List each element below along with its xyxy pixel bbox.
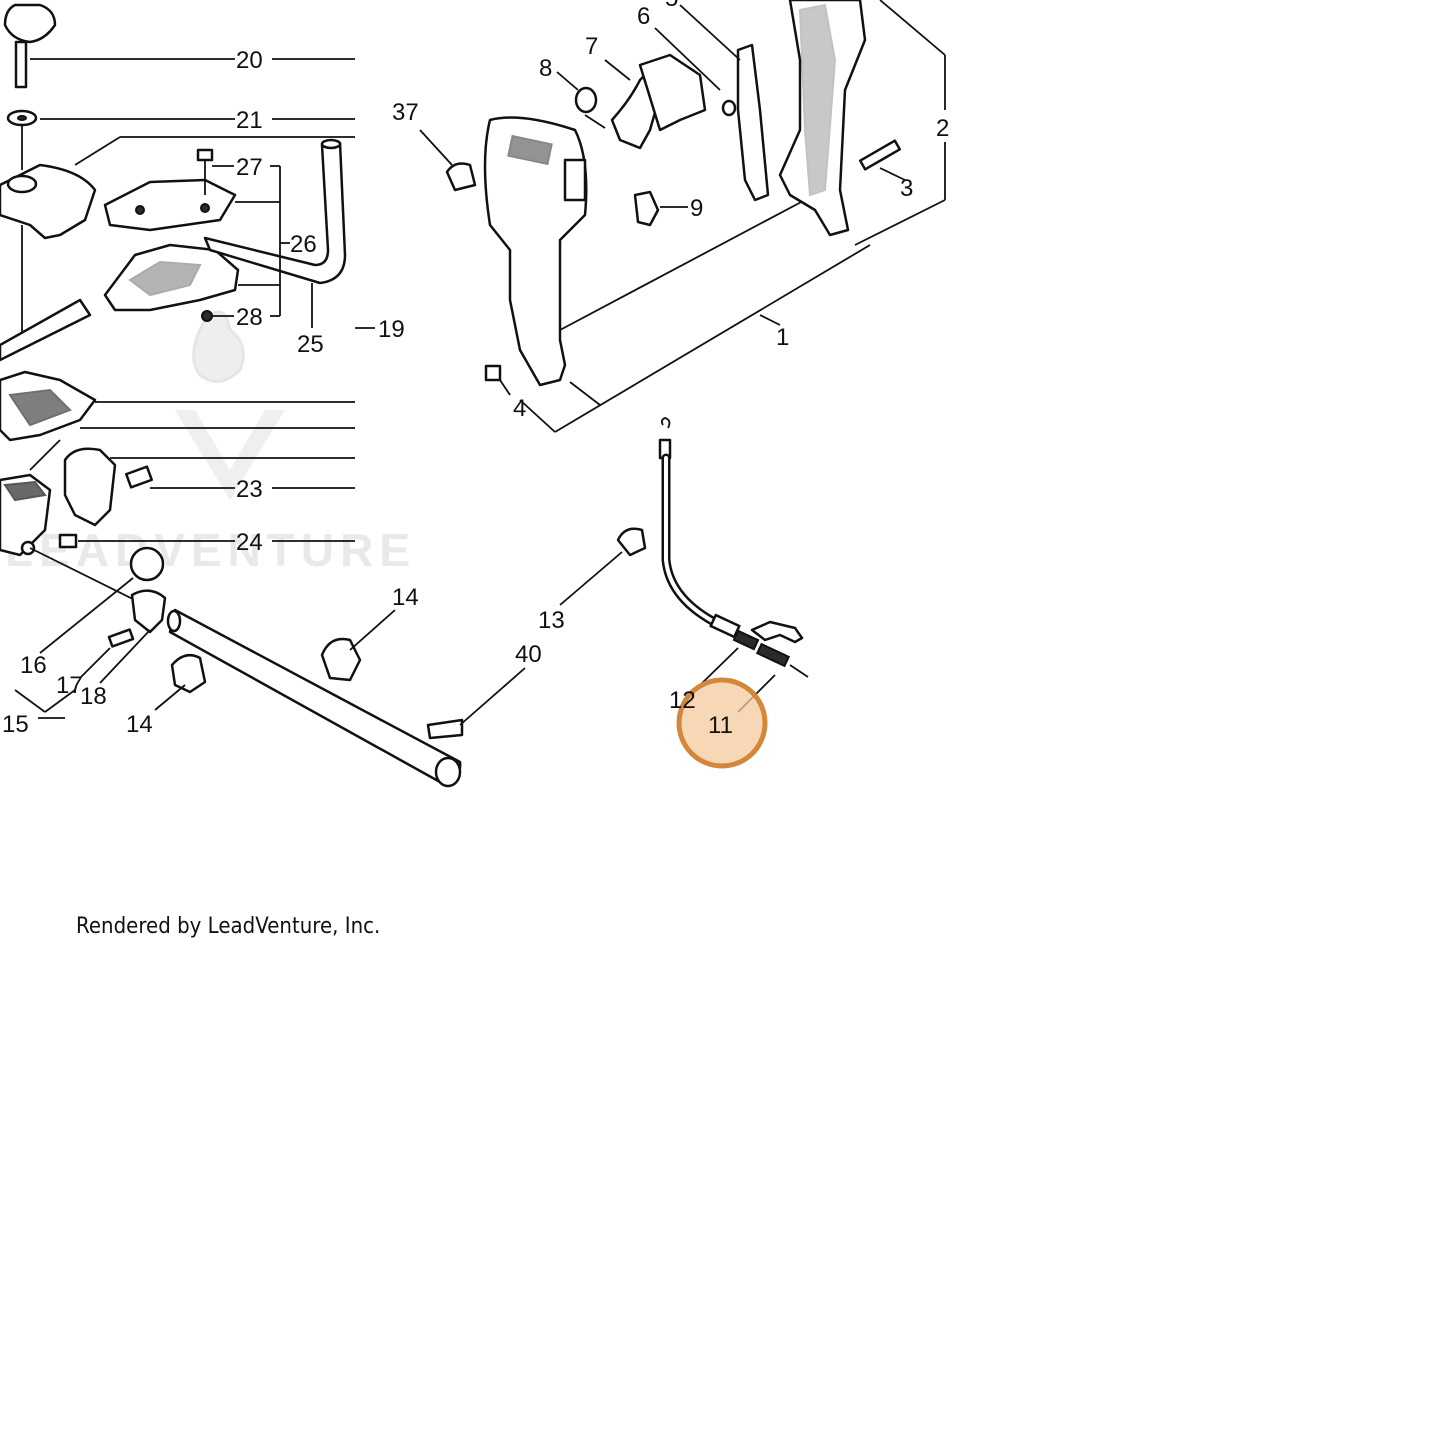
watermark-text: LEADVENTURE bbox=[5, 524, 416, 576]
part-cable-11 bbox=[661, 453, 725, 630]
callout-11[interactable]: 11 bbox=[708, 712, 733, 739]
part-spring-9 bbox=[633, 190, 660, 227]
part-plate bbox=[103, 178, 237, 232]
part-bolt-3 bbox=[858, 139, 902, 171]
part-cap-37 bbox=[445, 162, 477, 192]
callout-21[interactable]: 21 bbox=[236, 107, 263, 134]
part-label-40 bbox=[426, 718, 464, 740]
part-handle-bar bbox=[0, 298, 92, 362]
callout-4[interactable]: 4 bbox=[513, 395, 526, 422]
part-bolt-27 bbox=[196, 148, 214, 162]
part-screw-17 bbox=[107, 628, 135, 648]
callout-9[interactable]: 9 bbox=[690, 195, 703, 222]
part-clamp-14-lower bbox=[170, 653, 207, 694]
part-grip bbox=[483, 116, 588, 387]
part-housing-2 bbox=[778, 0, 867, 237]
callout-37[interactable]: 37 bbox=[392, 99, 419, 126]
watermark-flame-icon bbox=[192, 310, 245, 383]
part-knob bbox=[3, 3, 57, 89]
callout-6[interactable]: 6 bbox=[637, 3, 650, 30]
callout-16[interactable]: 16 bbox=[20, 652, 47, 679]
callout-20[interactable]: 20 bbox=[236, 47, 263, 74]
part-nut-4 bbox=[484, 364, 502, 382]
callout-14-lower[interactable]: 14 bbox=[126, 711, 153, 738]
callout-3[interactable]: 3 bbox=[900, 175, 913, 202]
part-upper-clamp bbox=[0, 163, 97, 240]
highlight-circle bbox=[676, 677, 768, 769]
part-cable-end bbox=[750, 620, 804, 644]
callout-15[interactable]: 15 bbox=[2, 711, 29, 738]
callout-26[interactable]: 26 bbox=[290, 231, 317, 258]
callout-8[interactable]: 8 bbox=[539, 55, 552, 82]
callout-25[interactable]: 25 bbox=[297, 331, 324, 358]
rendered-by-credit: Rendered by LeadVenture, Inc. bbox=[76, 914, 381, 939]
watermark: LEADVENTURE bbox=[5, 310, 416, 576]
callout-17[interactable]: 17 bbox=[56, 672, 83, 699]
callout-7[interactable]: 7 bbox=[585, 33, 598, 60]
callout-5[interactable]: 5 bbox=[665, 0, 678, 12]
callout-2[interactable]: 2 bbox=[936, 115, 949, 142]
part-clip bbox=[130, 589, 167, 634]
part-clip-13 bbox=[616, 527, 647, 557]
callout-13[interactable]: 13 bbox=[538, 607, 565, 634]
part-bracket-28 bbox=[103, 243, 240, 312]
part-ring-16 bbox=[129, 546, 165, 582]
callout-18[interactable]: 18 bbox=[80, 683, 107, 710]
callout-19[interactable]: 19 bbox=[378, 316, 405, 343]
callout-1[interactable]: 1 bbox=[776, 324, 789, 351]
watermark-v-icon bbox=[175, 410, 285, 500]
callout-28[interactable]: 28 bbox=[236, 304, 263, 331]
callout-24[interactable]: 24 bbox=[236, 529, 263, 556]
part-lever-6 bbox=[638, 53, 707, 132]
part-bolt-23 bbox=[125, 465, 153, 489]
part-holder bbox=[63, 447, 117, 527]
callout-40[interactable]: 40 bbox=[515, 641, 542, 668]
part-collar-8 bbox=[574, 86, 598, 114]
callout-labels: 20 21 27 26 28 25 19 23 24 14 13 40 16 1… bbox=[2, 0, 949, 739]
part-main-tube bbox=[168, 608, 462, 784]
callout-14-upper[interactable]: 14 bbox=[392, 584, 419, 611]
callout-12[interactable]: 12 bbox=[669, 687, 696, 714]
part-trigger-5 bbox=[736, 43, 770, 202]
part-pipe bbox=[203, 141, 347, 285]
part-nut-24 bbox=[58, 533, 78, 549]
callout-23[interactable]: 23 bbox=[236, 476, 263, 503]
callout-27[interactable]: 27 bbox=[236, 154, 263, 181]
